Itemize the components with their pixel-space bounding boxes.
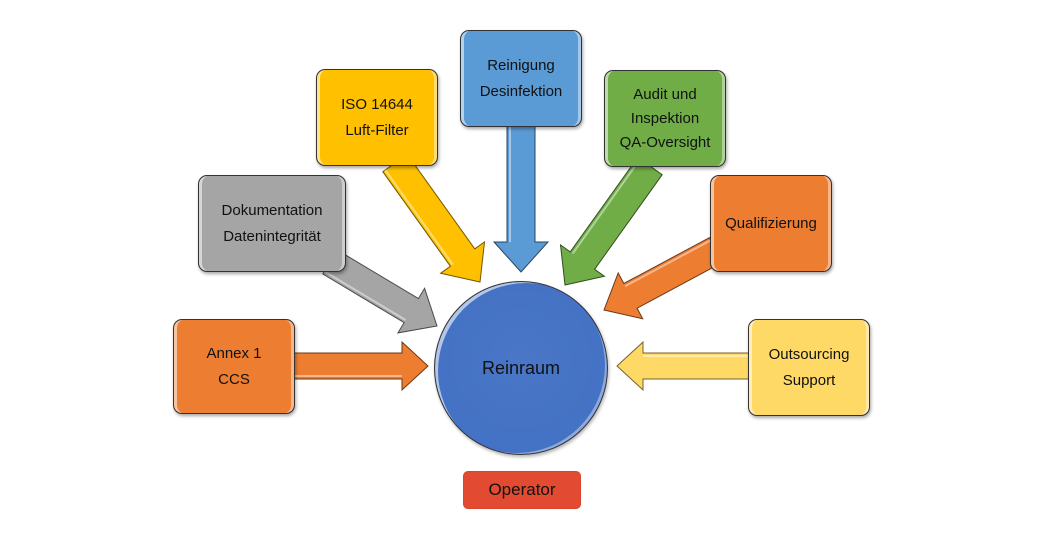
operator-label-box: Operator <box>463 471 581 509</box>
node-label-line: Annex 1 <box>206 344 262 362</box>
node-label-line: CCS <box>218 370 250 388</box>
node-label-line: Luft-Filter <box>345 121 409 139</box>
node-label-line: Datenintegrität <box>223 227 321 245</box>
node-label-line: Dokumentation <box>221 201 323 219</box>
node-annex-ccs: Annex 1 CCS <box>173 319 295 414</box>
node-outsourcing: Outsourcing Support <box>748 319 870 416</box>
node-label-line: ISO 14644 <box>341 95 413 113</box>
arrow-highlight <box>384 169 454 266</box>
node-label-line: QA-Oversight <box>619 133 711 151</box>
node-qualifizierung: Qualifizierung <box>710 175 832 272</box>
arrow-audit-to-center <box>559 156 663 286</box>
arrow-reinigung-to-center <box>492 125 550 273</box>
arrow-highlight <box>323 270 407 321</box>
node-dokumentation: Dokumentation Datenintegrität <box>198 175 346 272</box>
arrow-highlight <box>571 158 642 255</box>
arrow-qual-to-center <box>603 237 724 320</box>
center-node-reinraum: Reinraum <box>434 281 608 455</box>
node-audit: Audit und Inspektion QA-Oversight <box>604 70 726 167</box>
node-label-line: Support <box>782 371 836 389</box>
node-label-line: Reinigung <box>487 56 555 74</box>
arrow-doku-to-center <box>322 249 438 334</box>
node-label-line: Desinfektion <box>479 82 563 100</box>
node-label-line: Outsourcing <box>768 345 850 363</box>
operator-label: Operator <box>488 480 556 499</box>
arrow-highlight <box>624 239 712 287</box>
node-label-line: Qualifizierung <box>725 214 817 232</box>
arrow-outsourcing-to-center <box>616 340 750 392</box>
node-label-line: Inspektion <box>630 109 700 127</box>
node-label-line: Audit und <box>633 85 697 103</box>
arrow-annex-to-center <box>293 340 429 392</box>
node-iso-14644: ISO 14644 Luft-Filter <box>316 69 438 166</box>
node-reinigung: Reinigung Desinfektion <box>460 30 582 127</box>
arrow-iso-to-center <box>382 153 486 283</box>
center-label: Reinraum <box>481 357 561 378</box>
